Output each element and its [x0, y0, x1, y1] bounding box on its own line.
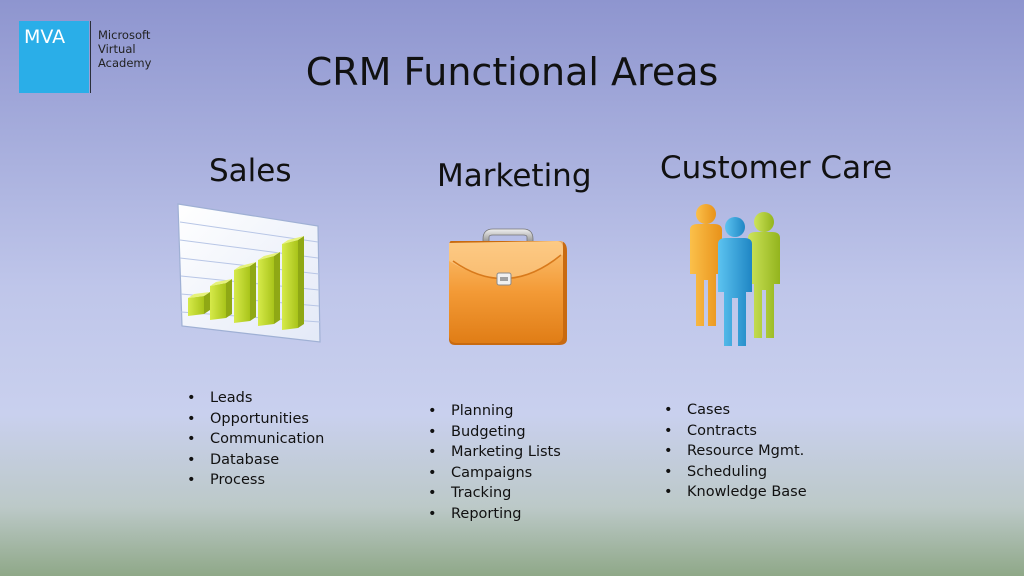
- list-item: Process: [185, 470, 324, 491]
- list-item: Resource Mgmt.: [662, 441, 807, 462]
- mva-logo: MVA Microsoft Virtual Academy: [19, 21, 151, 93]
- bar-chart-icon: [177, 203, 321, 343]
- briefcase-icon: [449, 228, 567, 345]
- list-item: Database: [185, 450, 324, 471]
- list-item: Reporting: [426, 504, 561, 525]
- list-item: Campaigns: [426, 463, 561, 484]
- list-item: Budgeting: [426, 422, 561, 443]
- sales-item-list: Leads Opportunities Communication Databa…: [185, 388, 324, 491]
- list-item: Marketing Lists: [426, 442, 561, 463]
- list-item: Scheduling: [662, 462, 807, 483]
- logo-divider: [90, 21, 91, 93]
- heading-customer-care: Customer Care: [660, 150, 893, 186]
- list-item: Opportunities: [185, 409, 324, 430]
- logo-line-1: Microsoft: [98, 28, 151, 42]
- logo-wordmark: Microsoft Virtual Academy: [98, 28, 151, 93]
- customer-care-item-list: Cases Contracts Resource Mgmt. Schedulin…: [662, 400, 807, 503]
- logo-abbr: MVA: [19, 21, 89, 93]
- logo-line-3: Academy: [98, 56, 152, 70]
- logo-line-2: Virtual: [98, 42, 136, 56]
- list-item: Contracts: [662, 421, 807, 442]
- list-item: Communication: [185, 429, 324, 450]
- list-item: Cases: [662, 400, 807, 421]
- list-item: Knowledge Base: [662, 482, 807, 503]
- marketing-item-list: Planning Budgeting Marketing Lists Campa…: [426, 401, 561, 524]
- heading-marketing: Marketing: [437, 158, 592, 194]
- people-icon: [690, 204, 780, 346]
- heading-sales: Sales: [209, 153, 292, 189]
- list-item: Tracking: [426, 483, 561, 504]
- slide-title: CRM Functional Areas: [305, 50, 719, 94]
- list-item: Leads: [185, 388, 324, 409]
- list-item: Planning: [426, 401, 561, 422]
